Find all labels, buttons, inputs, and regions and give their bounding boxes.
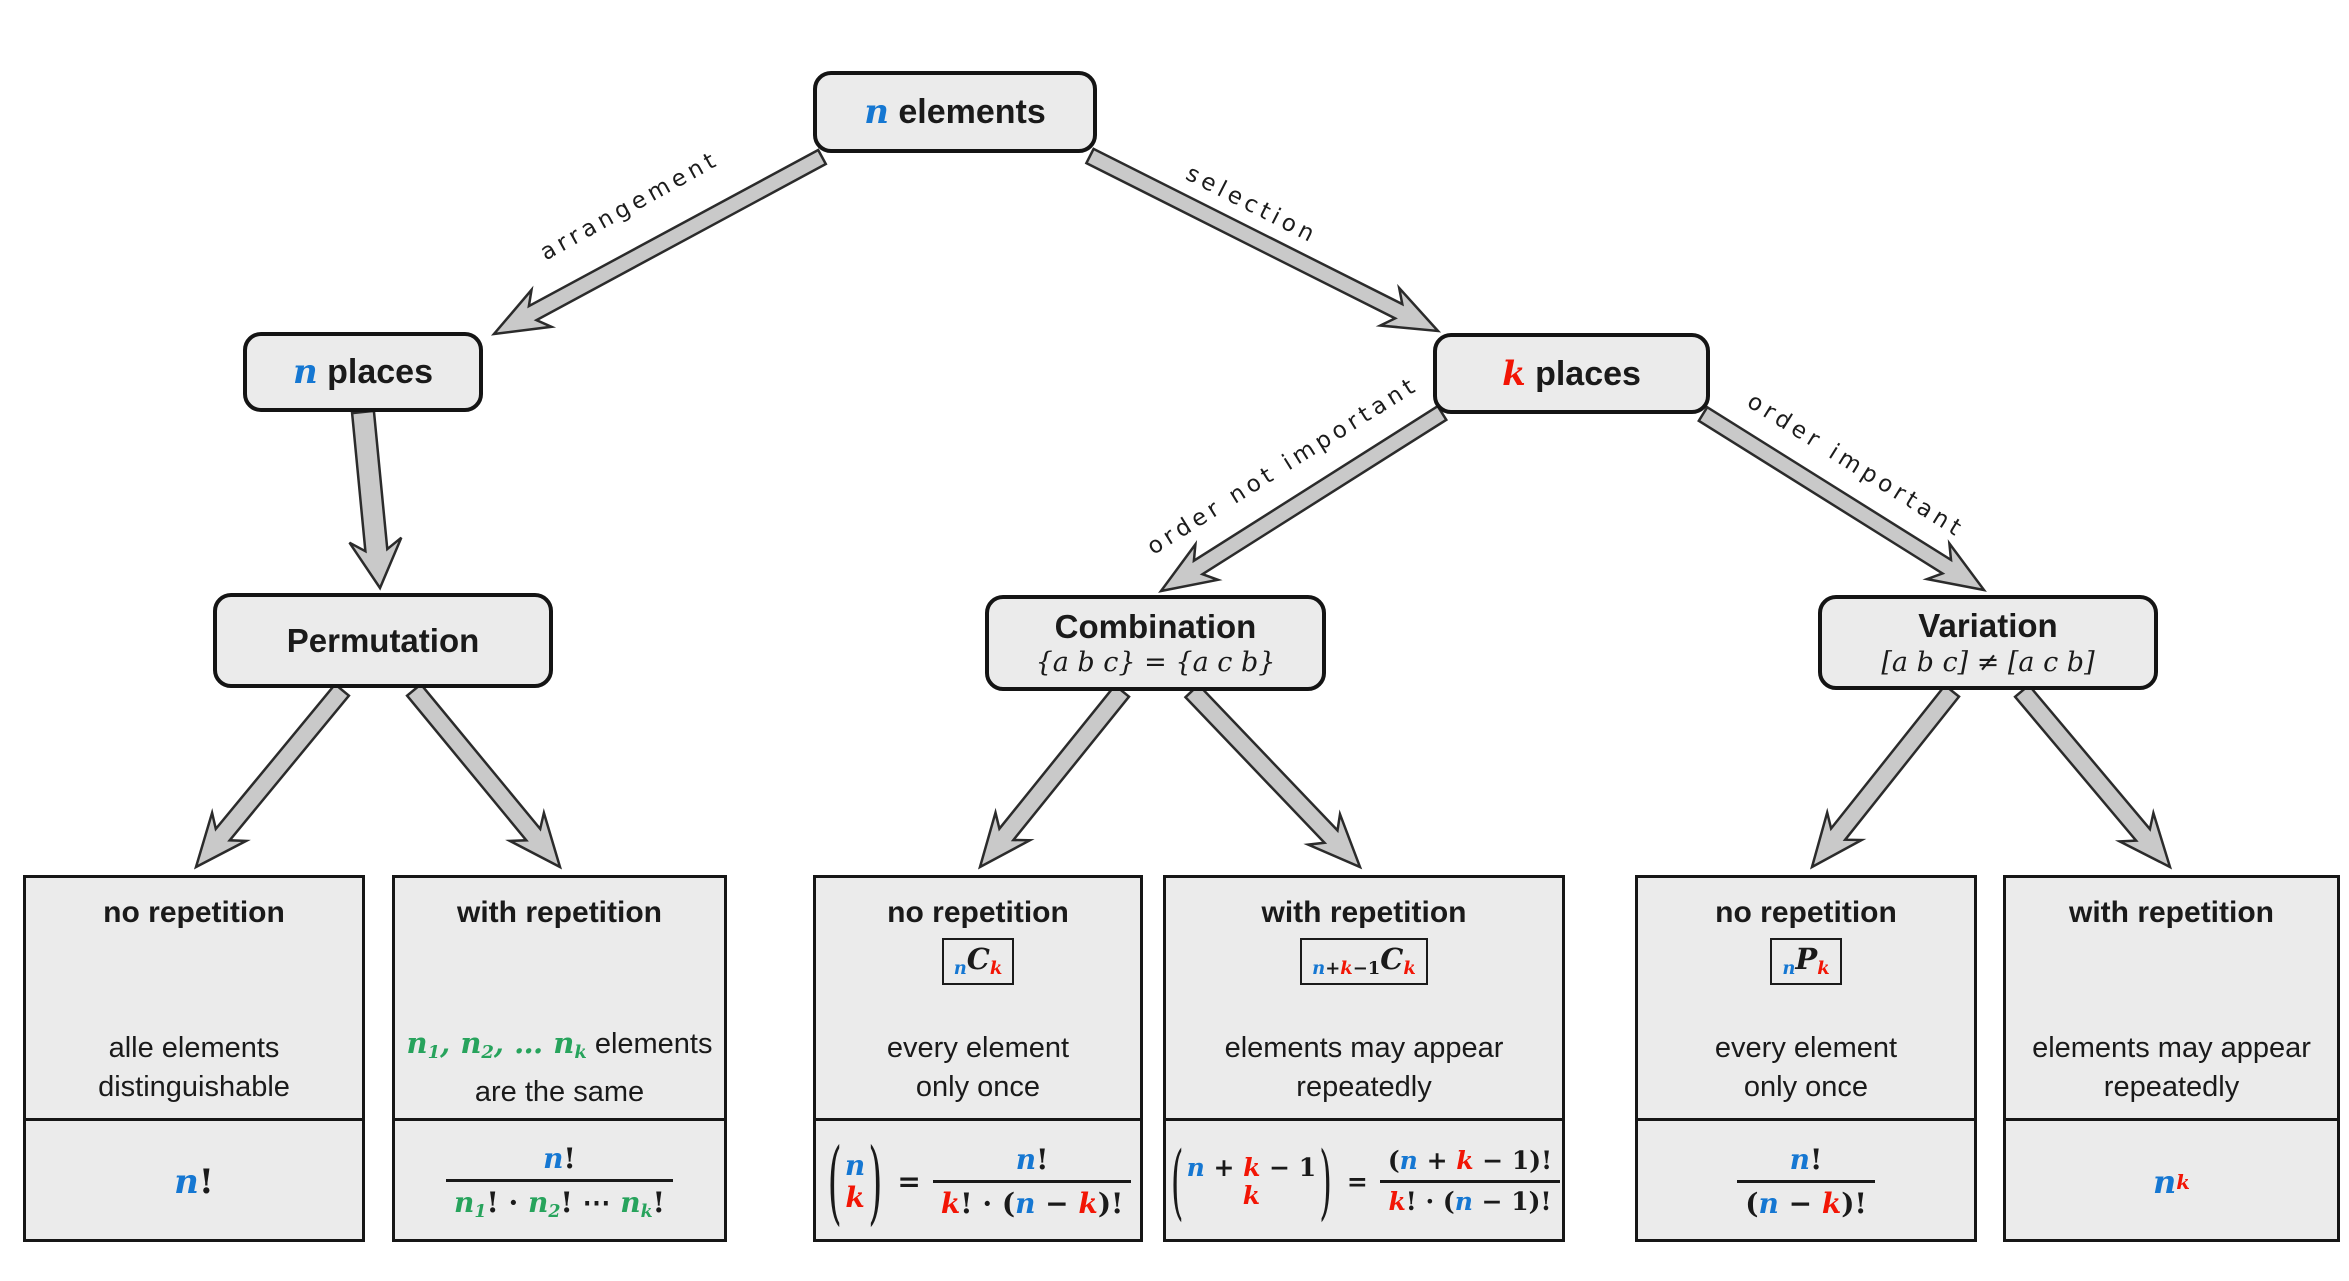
arrow-permutation-no-rep: [193, 682, 351, 870]
node-n-places: n places: [243, 332, 483, 412]
node-variation: Variation [a b c] ≠ [a c b]: [1818, 595, 2158, 690]
node-n-elements-label: n elements: [864, 92, 1046, 132]
card-description: elements may appear repeatedly: [2032, 1032, 2311, 1103]
node-n-elements: n elements: [813, 71, 1097, 153]
formula-badge-nPk: nPk: [1770, 938, 1842, 985]
card-title: no repetition: [887, 896, 1069, 929]
node-permutation: Permutation: [213, 593, 553, 688]
node-combination-title: Combination: [1054, 607, 1257, 645]
card-description: n1, n2, … nk elements are the same: [406, 1026, 713, 1108]
node-k-places: k places: [1433, 333, 1710, 414]
arrow-selection: [1084, 147, 1442, 333]
arrow-variation-no-rep: [1810, 683, 1961, 870]
card-variation-no-repetition: no repetition nPk every element only onc…: [1635, 875, 1977, 1242]
node-combination: Combination {a b c} = {a c b}: [985, 595, 1326, 691]
card-permutation-no-repetition: no repetition alle elements distinguisha…: [23, 875, 365, 1242]
arrow-order-not-important: [1158, 404, 1449, 593]
node-variation-subtitle: [a b c] ≠ [a c b]: [1881, 646, 2095, 678]
card-combination-with-repetition: with repetition n+k−1Ck elements may app…: [1163, 875, 1565, 1242]
card-description: elements may appear repeatedly: [1224, 1032, 1504, 1103]
formula-badge-nCk: nCk: [941, 938, 1015, 985]
node-combination-subtitle: {a b c} = {a c b}: [1035, 647, 1276, 679]
arrow-n-places-to-permutation: [348, 409, 403, 591]
card-combination-no-repetition: no repetition nCk every element only onc…: [813, 875, 1143, 1242]
card-title: no repetition: [103, 896, 285, 929]
card-formula: n!: [26, 1118, 362, 1242]
formula-badge-row: nCk: [816, 938, 1140, 985]
formula-badge-n+k-1Ck: n+k−1Ck: [1300, 938, 1428, 985]
card-permutation-with-repetition: with repetition n1, n2, … nk elements ar…: [392, 875, 727, 1242]
arrow-order-important: [1697, 405, 1987, 592]
card-description: alle elements distinguishable: [98, 1032, 290, 1103]
node-k-places-label: k places: [1502, 353, 1641, 394]
arrow-combination-with-rep: [1183, 683, 1363, 870]
arrow-permutation-with-rep: [405, 682, 563, 870]
node-permutation-title: Permutation: [286, 621, 480, 659]
node-variation-title: Variation: [1918, 607, 2058, 644]
card-description: every element only once: [1714, 1032, 1898, 1103]
card-variation-with-repetition: with repetition elements may appear repe…: [2003, 875, 2340, 1242]
arrow-combination-no-rep: [977, 683, 1131, 870]
card-description: every element only once: [886, 1032, 1070, 1103]
card-formula: n!(n − k)!: [1638, 1118, 1974, 1242]
card-title: with repetition: [457, 896, 662, 929]
node-n-places-label: n places: [292, 352, 434, 392]
formula-badge-row: n+k−1Ck: [1166, 938, 1562, 985]
card-title: with repetition: [1261, 896, 1467, 929]
arrow-arrangement: [490, 148, 828, 336]
formula-badge-row: nPk: [1638, 938, 1974, 985]
card-title: with repetition: [2069, 896, 2274, 929]
arrow-variation-with-rep: [2013, 683, 2173, 870]
card-title: no repetition: [1715, 896, 1897, 929]
card-formula: n!n1! · n2! ⋯ nk!: [395, 1118, 724, 1242]
